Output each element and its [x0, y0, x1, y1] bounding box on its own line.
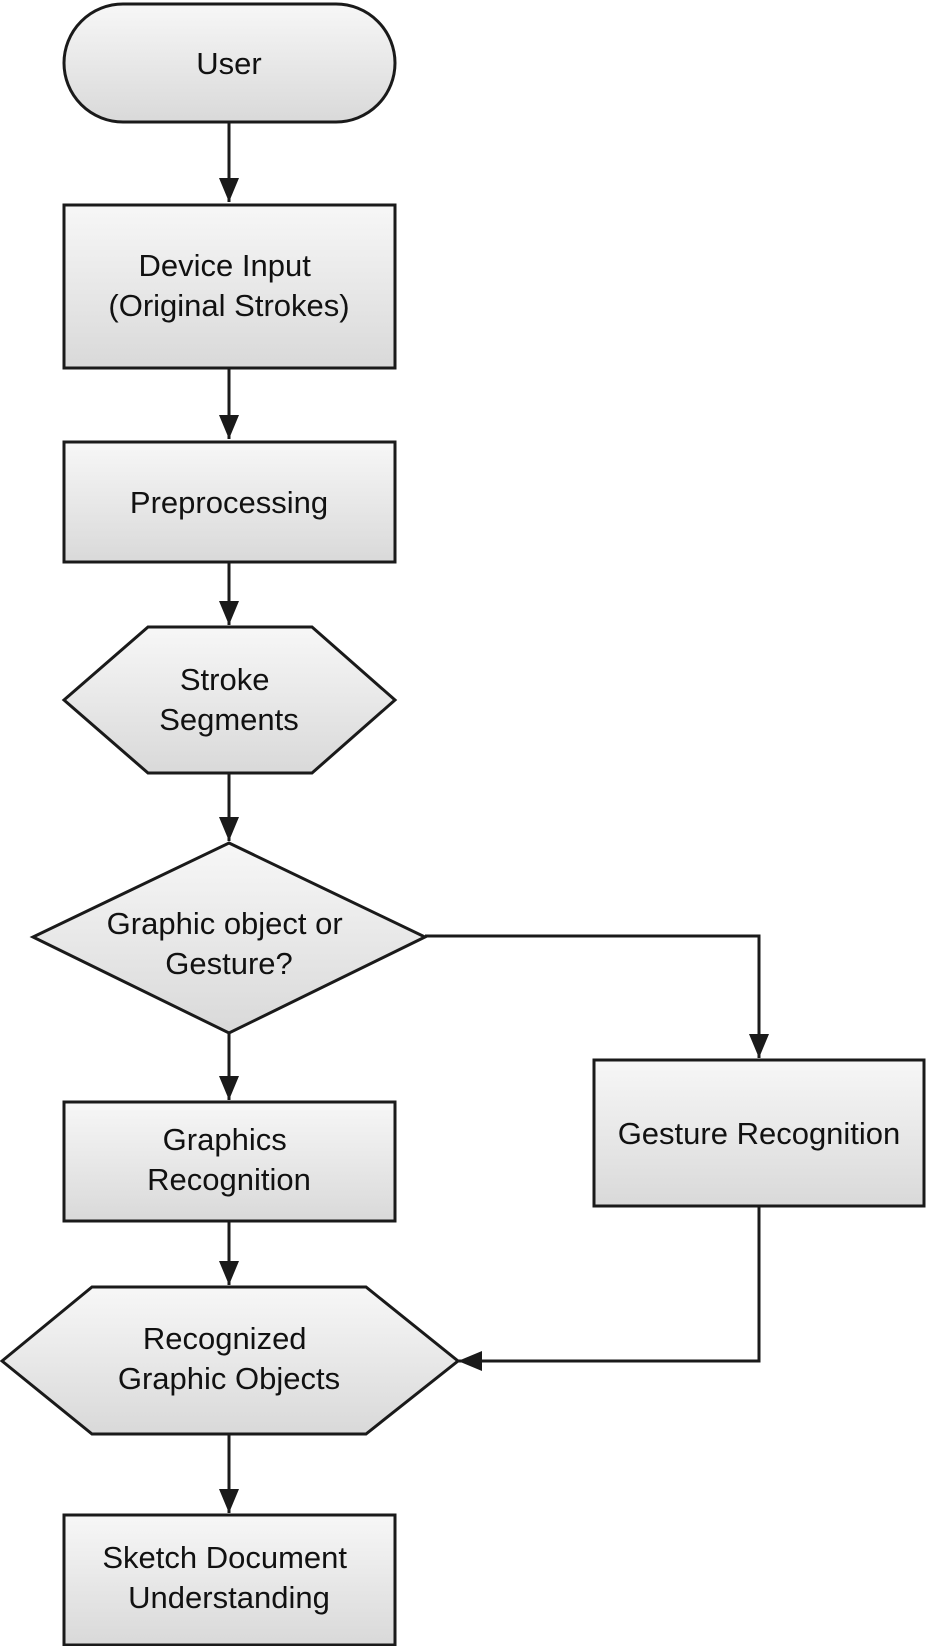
- node-user-label: User: [196, 46, 261, 81]
- process-shape: [62, 1513, 397, 1646]
- preparation-shape: [0, 1285, 461, 1436]
- node-preprocessing-label: Preprocessing: [130, 485, 328, 520]
- node-device-input: Device Input (Original Strokes): [62, 203, 397, 370]
- node-stroke-segments-label: Stroke Segments: [159, 662, 299, 737]
- decision-shape: [29, 841, 429, 1035]
- process-shape: [62, 203, 397, 370]
- node-recognized-objects-label: Recognized Graphic Objects: [118, 1321, 340, 1396]
- node-decision-label-line: Gesture?: [165, 946, 293, 981]
- node-sketch-understanding: Sketch Document Understanding: [62, 1513, 397, 1646]
- node-sketch-understanding-label-line: Sketch Document: [102, 1540, 347, 1575]
- node-graphics-recognition-label-line: Graphics: [163, 1122, 287, 1157]
- node-stroke-segments-label-line: Segments: [159, 702, 299, 737]
- edge-decision-to-gesture-recognition: [425, 934, 769, 1058]
- node-sketch-understanding-label-line: Understanding: [128, 1580, 330, 1615]
- preparation-shape: [61, 625, 398, 775]
- node-device-input-label: Device Input (Original Strokes): [108, 248, 349, 323]
- node-recognized-objects: Recognized Graphic Objects: [0, 1285, 461, 1436]
- node-sketch-understanding-label: Sketch Document Understanding: [102, 1540, 355, 1615]
- node-recognized-objects-label-line: Recognized: [143, 1321, 307, 1356]
- node-graphics-recognition-label: Graphics Recognition: [147, 1122, 311, 1197]
- edge-gesture-recognition-to-recognized-objects: [458, 1206, 761, 1371]
- node-preprocessing: Preprocessing: [62, 440, 397, 564]
- node-decision-label-line: Graphic object or: [107, 906, 343, 941]
- node-gesture-recognition-label-line: Gesture Recognition: [618, 1116, 901, 1151]
- node-preprocessing-label-line: Preprocessing: [130, 485, 328, 520]
- process-shape: [62, 440, 397, 564]
- node-decision-label: Graphic object or Gesture?: [107, 906, 352, 981]
- node-user-label-line: User: [196, 46, 261, 81]
- node-decision: Graphic object or Gesture?: [29, 841, 429, 1035]
- process-shape: [592, 1058, 926, 1208]
- node-device-input-label-line: (Original Strokes): [108, 288, 349, 323]
- process-shape: [62, 1100, 397, 1223]
- node-user: User: [62, 2, 397, 124]
- node-gesture-recognition: Gesture Recognition: [592, 1058, 926, 1208]
- node-graphics-recognition-label-line: Recognition: [147, 1162, 311, 1197]
- node-device-input-label-line: Device Input: [139, 248, 312, 283]
- node-stroke-segments-label-line: Stroke: [180, 662, 270, 697]
- node-stroke-segments: Stroke Segments: [61, 625, 398, 775]
- node-recognized-objects-label-line: Graphic Objects: [118, 1361, 340, 1396]
- node-gesture-recognition-label: Gesture Recognition: [618, 1116, 901, 1151]
- terminal-shape: [62, 2, 397, 124]
- node-graphics-recognition: Graphics Recognition: [62, 1100, 397, 1223]
- edges: [219, 122, 769, 1513]
